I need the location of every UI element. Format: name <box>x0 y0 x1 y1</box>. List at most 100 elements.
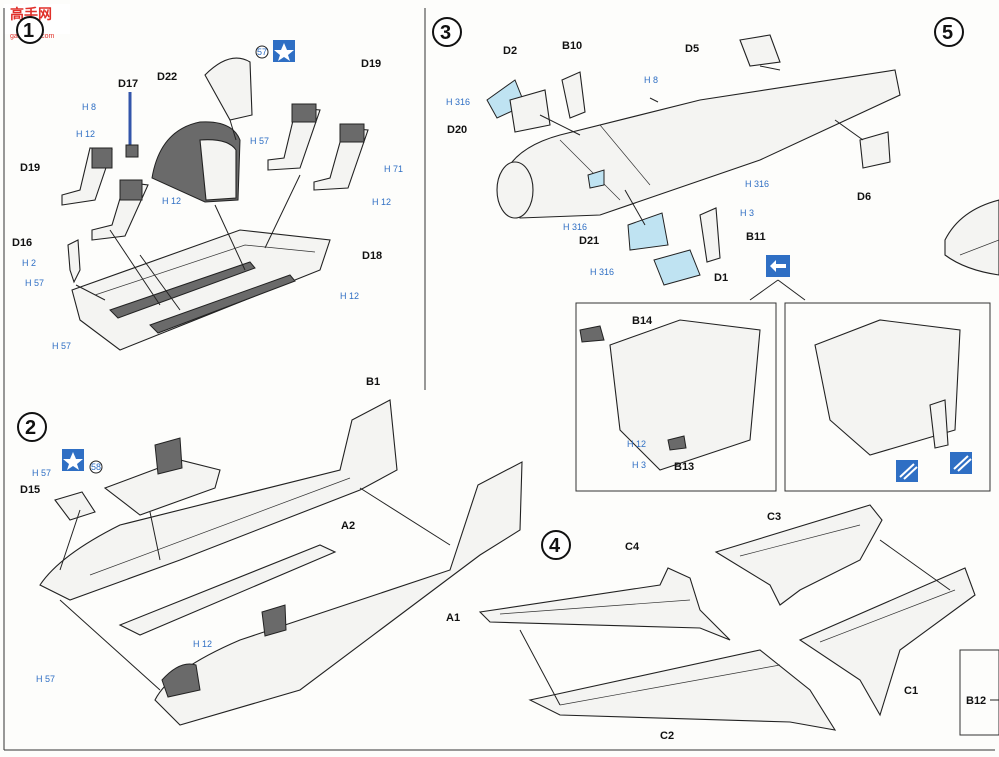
arrow-line <box>834 119 864 141</box>
label-b1: B1 <box>366 376 380 388</box>
part-d16 <box>67 239 81 284</box>
arrow-line <box>59 599 161 691</box>
canopy-part-d20 <box>509 89 551 133</box>
watermark-text: 高手网 <box>10 6 52 22</box>
paint-h57-a: H 57 <box>250 136 269 146</box>
step-4-number: 4 <box>549 535 561 557</box>
engine-nacelle <box>944 199 999 276</box>
step-2-fuselage: 58 B1 D15 A2 A1 H 57 H 57 H 12 <box>20 376 523 726</box>
label-d15: D15 <box>20 484 40 496</box>
brush-glyph <box>899 463 918 480</box>
subview-box-c <box>959 649 999 736</box>
wing-panel-line <box>499 599 691 615</box>
paint-h3-a: H 3 <box>740 208 754 218</box>
fuselage-half-right <box>39 399 398 601</box>
label-c1: C1 <box>904 685 918 697</box>
wing-panel-line <box>819 589 956 643</box>
paint-h57-b: H 57 <box>36 674 55 684</box>
paint-h316-a: H 316 <box>446 97 470 107</box>
floor-rail-b <box>149 274 296 334</box>
label-b13: B13 <box>674 461 694 473</box>
label-b14: B14 <box>632 315 653 327</box>
arrow-line <box>59 509 81 571</box>
label-d21: D21 <box>579 235 599 247</box>
star-glyph <box>63 452 83 470</box>
brush-glyph <box>953 455 972 472</box>
step-2-number: 2 <box>25 417 36 439</box>
arrow-line <box>109 229 161 306</box>
wing-panel-line <box>739 524 861 557</box>
arrow-line <box>139 254 181 311</box>
decal-number-58: 58 <box>91 462 101 472</box>
paint-h71: H 71 <box>384 164 403 174</box>
subview-box-a <box>575 302 777 492</box>
floor-a2 <box>118 544 337 636</box>
seat-in-fuselage <box>154 437 183 475</box>
label-d16: D16 <box>12 237 32 249</box>
arrow-line <box>879 539 951 591</box>
coaming-face <box>199 139 237 201</box>
decal-number-badge <box>89 460 103 474</box>
stick-base <box>125 144 139 158</box>
canopy-frame-lines <box>559 124 651 201</box>
arrow-line <box>359 487 451 546</box>
paint-h57-a: H 57 <box>32 468 51 478</box>
step-2-marker: 2 <box>17 412 47 442</box>
subview-b-part <box>929 399 949 449</box>
subview-a-fuselage <box>609 319 761 471</box>
headrest-right-front <box>291 103 317 123</box>
headrest-left-rear <box>119 179 143 201</box>
headrest-left-front <box>91 147 113 169</box>
decal-number-badge <box>255 45 269 59</box>
paint-h12-b: H 12 <box>162 196 181 206</box>
wing-lower-c2 <box>528 649 837 731</box>
step-3-number: 3 <box>440 22 451 44</box>
label-c3: C3 <box>767 511 781 523</box>
label-d20: D20 <box>447 124 467 136</box>
arrow-line <box>759 65 781 71</box>
arrow-line <box>229 119 237 141</box>
label-a2: A2 <box>341 520 355 532</box>
step-3-marker: 3 <box>432 17 462 47</box>
headrest-right-rear <box>339 123 365 143</box>
window-small <box>587 169 605 189</box>
label-d2: D2 <box>503 45 517 57</box>
paint-h12-a: H 12 <box>76 129 95 139</box>
arrow-line <box>214 204 246 271</box>
seat-left-half <box>261 604 287 637</box>
decal-number-57: 57 <box>257 47 267 57</box>
nose-glazing-left <box>161 663 201 698</box>
step-1-marker: 1 <box>16 16 44 44</box>
arrow-line <box>264 174 301 249</box>
label-d6: D6 <box>857 191 871 203</box>
label-b10: B10 <box>562 40 582 52</box>
arrow-line <box>519 629 561 706</box>
arrow-line <box>149 511 161 561</box>
label-d19-left: D19 <box>20 162 40 174</box>
part-d15 <box>54 491 96 521</box>
label-d17: D17 <box>118 78 138 90</box>
part-b11 <box>699 207 721 263</box>
step-4-wings: C4 C3 C2 C1 <box>478 504 976 742</box>
arrow-line <box>539 114 581 136</box>
paint-h57-b: H 57 <box>25 278 44 288</box>
paint-h12: H 12 <box>627 439 646 449</box>
nose-cone <box>496 161 534 219</box>
paint-h316-b: H 316 <box>745 179 769 189</box>
fuselage-panel-line <box>89 477 351 576</box>
window-d21 <box>627 212 669 251</box>
label-c4: C4 <box>625 541 640 553</box>
wing-panel-line <box>559 664 781 706</box>
arrow-line <box>75 284 106 301</box>
windscreen-part <box>204 57 253 121</box>
label-d5: D5 <box>685 43 699 55</box>
label-b12: B12 <box>966 695 986 707</box>
step-5-partial: B12 <box>944 199 999 736</box>
star-glyph <box>274 43 294 61</box>
wing-upper-c4 <box>478 567 731 641</box>
tub-inner-line <box>94 244 316 296</box>
label-b11: B11 <box>746 231 766 243</box>
label-d19-right: D19 <box>361 58 381 70</box>
